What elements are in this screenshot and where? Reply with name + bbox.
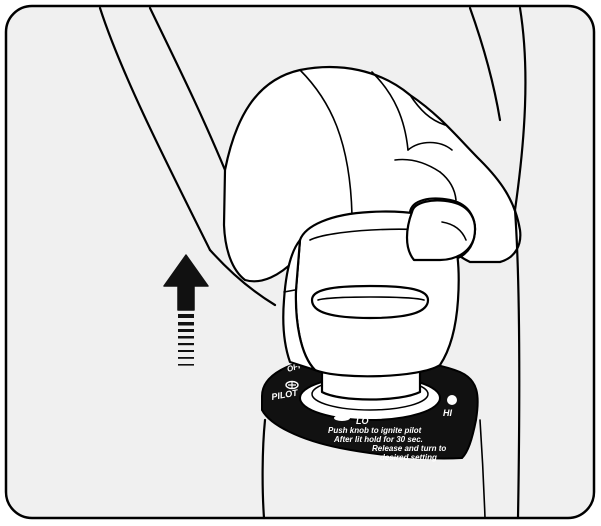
ignition-instructions: Push knob to ignite pilot After lit hold… xyxy=(328,426,446,462)
pilot-flame-icon xyxy=(285,380,299,390)
pilot-label: PILOT xyxy=(271,387,300,402)
instruction-line-2: After lit hold for 30 sec. xyxy=(333,435,423,444)
lo-label: LO xyxy=(356,416,369,426)
lo-flame-icon xyxy=(334,415,350,421)
instruction-line-4: desired setting xyxy=(380,453,437,462)
hi-label: HI xyxy=(443,408,452,418)
instruction-line-3: Release and turn to xyxy=(372,444,446,453)
instruction-line-1: Push knob to ignite pilot xyxy=(328,426,422,435)
arrow-up-icon xyxy=(163,254,209,366)
hi-flame-icon xyxy=(447,395,457,405)
arm-sleeve xyxy=(98,6,527,307)
grill-column xyxy=(261,208,521,520)
pressing-finger xyxy=(405,199,477,262)
